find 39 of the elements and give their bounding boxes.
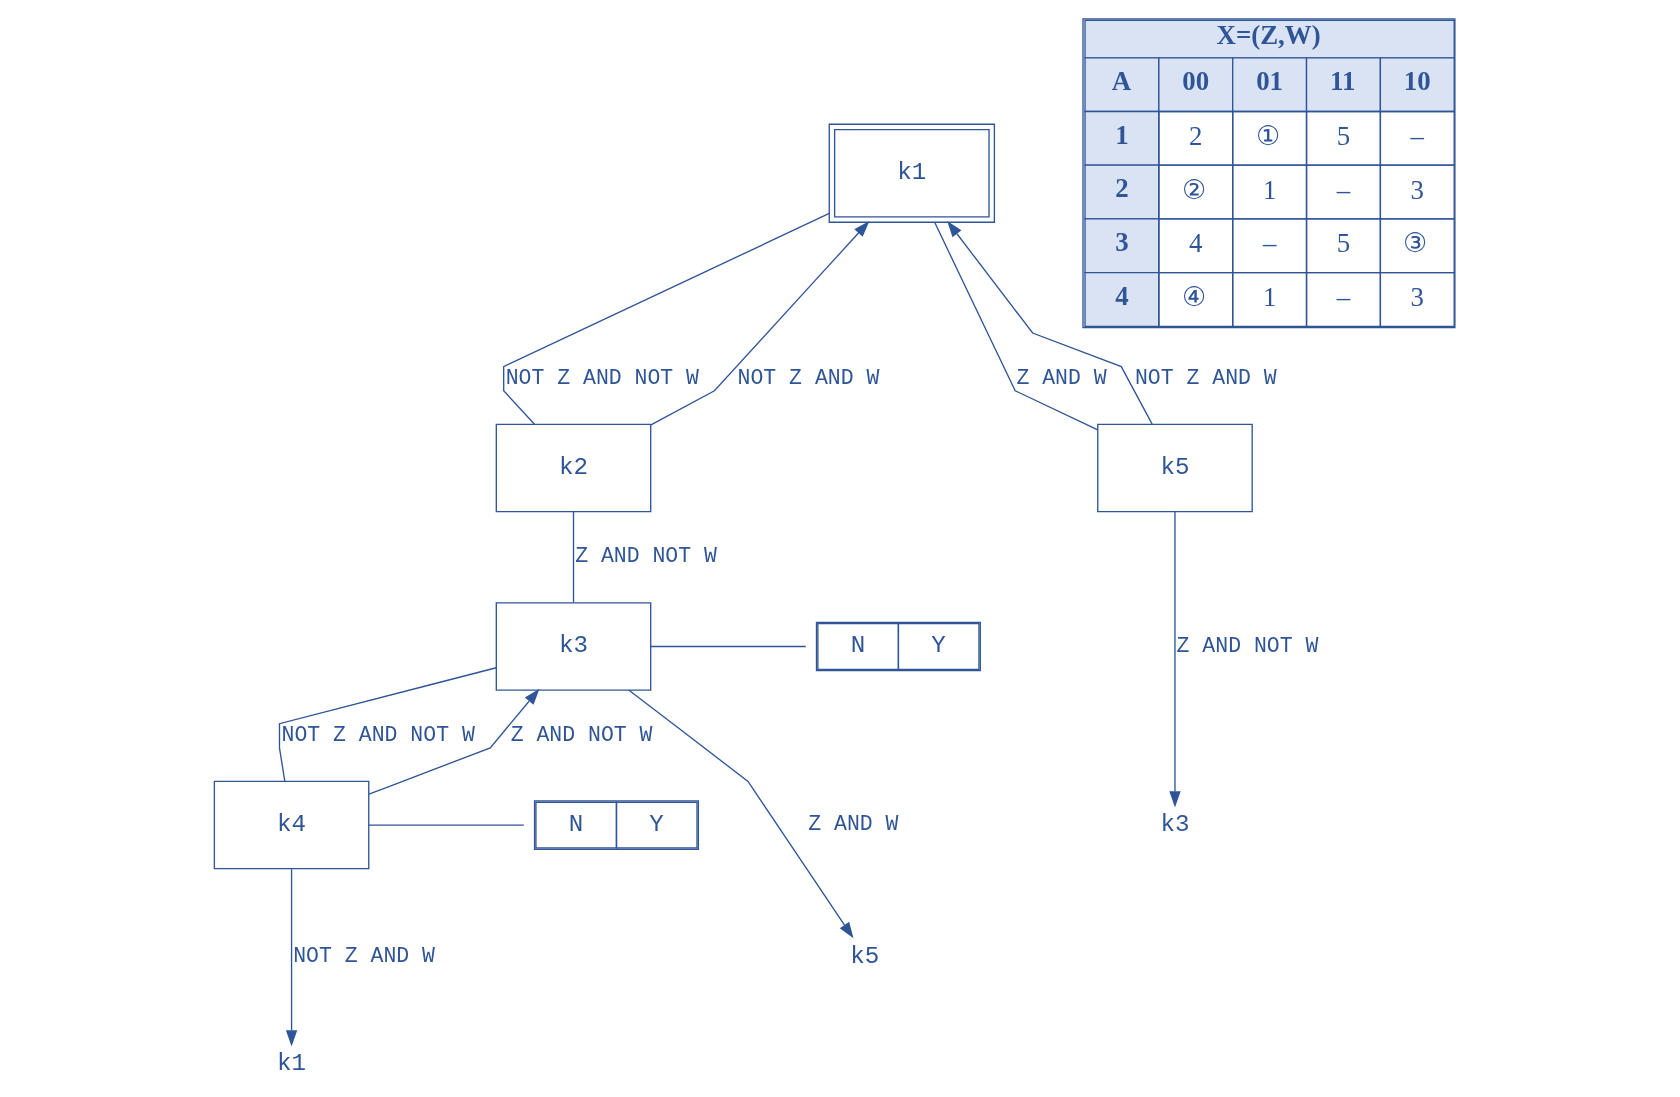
- edge-label: NOT Z AND NOT W: [505, 365, 699, 390]
- node-text: k5: [850, 942, 880, 970]
- edge-label: NOT Z AND W: [293, 943, 435, 968]
- edge-label: NOT Z AND NOT W: [281, 722, 475, 747]
- label: –: [1410, 121, 1425, 152]
- label: 1: [1262, 282, 1277, 313]
- node-text: k3: [1160, 810, 1190, 838]
- edge-label: Z AND NOT W: [1176, 633, 1319, 658]
- label: 2: [1189, 121, 1203, 152]
- label: 1: [1115, 119, 1129, 150]
- label: 10: [1403, 66, 1431, 97]
- node-text: k1: [277, 1049, 307, 1077]
- label: 3: [1410, 174, 1425, 205]
- label: 2: [1115, 173, 1129, 204]
- edge-label: Z AND NOT W: [575, 544, 717, 569]
- label: –: [1336, 282, 1351, 313]
- edge-label: Z AND NOT W: [510, 722, 653, 747]
- label: ④: [1181, 282, 1206, 313]
- label: 3: [1410, 282, 1425, 313]
- label: ②: [1181, 174, 1206, 205]
- label: ①: [1255, 121, 1280, 152]
- label: 4: [1115, 280, 1129, 311]
- label: 5: [1336, 121, 1351, 152]
- label: 3: [1115, 227, 1129, 258]
- label: 5: [1336, 228, 1351, 259]
- label: 4: [1189, 228, 1203, 259]
- label: –: [1336, 174, 1351, 205]
- edge-label: NOT Z AND W: [737, 365, 880, 390]
- label: –: [1262, 228, 1277, 259]
- edge-label: NOT Z AND W: [1134, 365, 1277, 390]
- label: 11: [1330, 66, 1356, 97]
- label: 00: [1182, 66, 1210, 97]
- label: ③: [1403, 228, 1428, 259]
- edge-label: Z AND W: [808, 812, 899, 837]
- label: 1: [1262, 174, 1277, 205]
- label: X=(Z,W): [1216, 20, 1321, 51]
- edge-label: Z AND W: [1016, 365, 1107, 390]
- label: A: [1111, 66, 1132, 97]
- label: 01: [1256, 66, 1284, 97]
